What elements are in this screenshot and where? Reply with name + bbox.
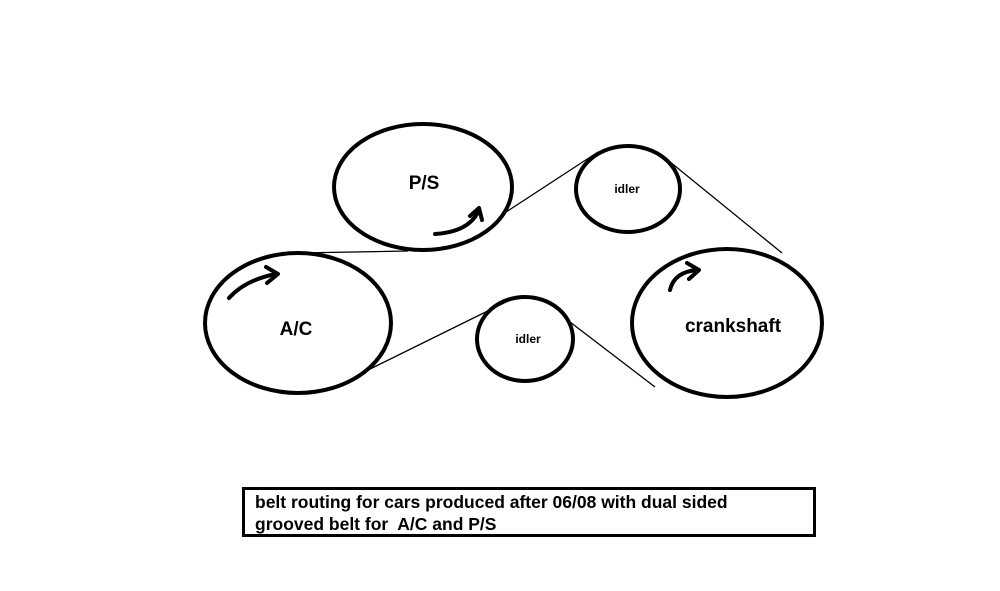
idler-bottom-pulley	[475, 295, 575, 383]
ps-pulley	[332, 122, 514, 252]
idler-top-pulley	[574, 144, 682, 234]
ps-label: P/S	[409, 173, 440, 194]
idler-bottom-label: idler	[515, 332, 541, 346]
caption-box: belt routing for cars produced after 06/…	[242, 487, 816, 537]
belt-segment	[502, 151, 599, 215]
caption-line-1: belt routing for cars produced after 06/…	[255, 492, 728, 512]
belt-segment	[663, 156, 783, 254]
ps-rotation-arrow-icon	[433, 206, 484, 236]
idler-top-label: idler	[614, 182, 640, 196]
ac-rotation-arrow-icon	[227, 265, 280, 300]
crankshaft-rotation-arrow-icon	[668, 261, 701, 292]
ac-label: A/C	[280, 319, 313, 340]
crankshaft-label: crankshaft	[685, 316, 782, 337]
crankshaft-pulley	[630, 247, 824, 399]
belt-segment	[569, 321, 656, 388]
caption-line-2: grooved belt for A/C and P/S	[255, 514, 497, 534]
ac-pulley	[203, 251, 393, 395]
